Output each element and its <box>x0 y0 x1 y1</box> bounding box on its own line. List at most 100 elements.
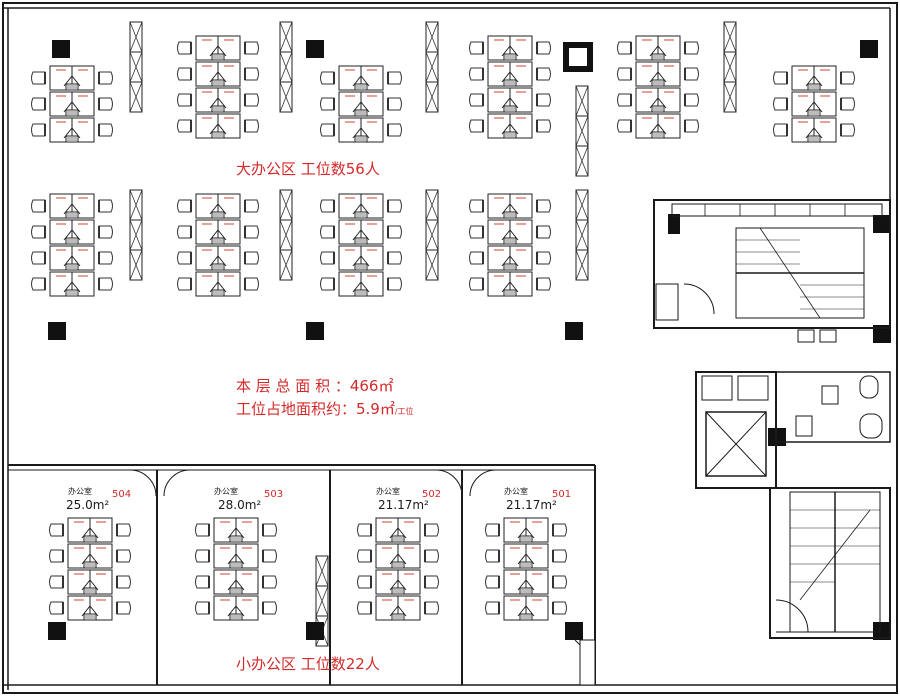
office-chair-icon <box>48 523 65 537</box>
office-chair-icon <box>30 225 47 239</box>
office-chair-icon <box>535 41 552 55</box>
workstation-icon <box>635 87 681 113</box>
office-chair-icon <box>356 523 373 537</box>
office-chair-icon <box>484 549 501 563</box>
office-chair-icon <box>319 225 336 239</box>
office-chair-icon <box>356 575 373 589</box>
workstation-icon <box>49 193 95 219</box>
workstation-cluster-icon <box>319 65 403 143</box>
office-chair-icon <box>30 123 47 137</box>
office-chair-icon <box>839 71 856 85</box>
office-chair-icon <box>194 601 211 615</box>
office-chair-icon <box>319 199 336 213</box>
shelf-icon <box>425 189 439 281</box>
workstation-icon <box>375 569 421 595</box>
office-chair-icon <box>386 199 403 213</box>
office-chair-icon <box>30 251 47 265</box>
office-chair-icon <box>468 67 485 81</box>
workstation-icon <box>791 65 837 91</box>
workstation-icon <box>338 219 384 245</box>
total-area-label: 本 层 总 面 积 ：466㎡ <box>236 377 393 395</box>
workstation-icon <box>195 113 241 139</box>
office-chair-icon <box>261 523 278 537</box>
workstation-icon <box>195 35 241 61</box>
office-chair-icon <box>468 225 485 239</box>
small-office-walls <box>8 464 596 686</box>
workstation-icon <box>487 113 533 139</box>
shelf-icon <box>425 21 439 113</box>
office-chair-icon <box>243 225 260 239</box>
room-area: 21.17m² <box>506 498 557 512</box>
workstation-icon <box>213 569 259 595</box>
workstation-cluster-icon <box>30 193 114 297</box>
office-chair-icon <box>176 41 193 55</box>
office-chair-icon <box>616 119 633 133</box>
room-area: 28.0m² <box>218 498 261 512</box>
office-chair-icon <box>468 199 485 213</box>
room-type-label: 办公室 <box>376 486 400 496</box>
office-chair-icon <box>115 575 132 589</box>
office-chair-icon <box>839 97 856 111</box>
workstation-cluster-icon <box>356 517 440 621</box>
office-chair-icon <box>48 601 65 615</box>
per-seat-area-label: 工位占地面积约：5.9㎡/工位 <box>236 400 414 418</box>
workstation-icon <box>487 61 533 87</box>
column-icon <box>306 322 324 340</box>
workstation-icon <box>213 517 259 543</box>
office-chair-icon <box>423 523 440 537</box>
workstation-icon <box>195 87 241 113</box>
shelf-icon <box>279 189 293 281</box>
column-icon <box>668 214 680 234</box>
workstation-icon <box>49 117 95 143</box>
column-icon <box>860 40 878 58</box>
office-chair-icon <box>48 549 65 563</box>
office-chair-icon <box>386 97 403 111</box>
workstation-icon <box>375 543 421 569</box>
stair-icon <box>789 491 881 633</box>
workstation-cluster-icon <box>468 193 552 297</box>
office-chair-icon <box>616 93 633 107</box>
office-chair-icon <box>97 277 114 291</box>
per-seat-area-value: 工位占地面积约：5.9㎡ <box>236 400 395 418</box>
workstation-icon <box>195 245 241 271</box>
office-chair-icon <box>319 71 336 85</box>
office-chair-icon <box>683 67 700 81</box>
door-swing-icon <box>775 599 809 633</box>
office-chair-icon <box>176 199 193 213</box>
column-icon <box>569 48 587 66</box>
office-chair-icon <box>616 67 633 81</box>
shelf-icon <box>279 21 293 113</box>
workstation-icon <box>67 517 113 543</box>
workstation-icon <box>503 595 549 621</box>
room-number: 501 <box>552 489 571 500</box>
shelf-icon <box>129 189 143 281</box>
office-chair-icon <box>30 199 47 213</box>
column-icon <box>52 40 70 58</box>
office-chair-icon <box>261 601 278 615</box>
office-chair-icon <box>468 41 485 55</box>
office-chair-icon <box>243 93 260 107</box>
office-chair-icon <box>319 251 336 265</box>
office-chair-icon <box>30 97 47 111</box>
workstation-icon <box>213 543 259 569</box>
office-chair-icon <box>261 549 278 563</box>
office-chair-icon <box>423 601 440 615</box>
column-icon <box>306 40 324 58</box>
column-icon <box>565 622 583 640</box>
office-chair-icon <box>683 93 700 107</box>
office-chair-icon <box>30 277 47 291</box>
office-chair-icon <box>386 71 403 85</box>
office-chair-icon <box>772 97 789 111</box>
shelf-icon <box>723 21 737 113</box>
workstation-icon <box>791 91 837 117</box>
office-chair-icon <box>176 277 193 291</box>
workstation-icon <box>791 117 837 143</box>
office-chair-icon <box>115 549 132 563</box>
room-number: 504 <box>112 489 131 500</box>
workstation-icon <box>338 193 384 219</box>
workstation-cluster-icon <box>176 35 260 139</box>
workstation-icon <box>375 517 421 543</box>
office-chair-icon <box>683 41 700 55</box>
office-chair-icon <box>194 549 211 563</box>
office-chair-icon <box>97 123 114 137</box>
